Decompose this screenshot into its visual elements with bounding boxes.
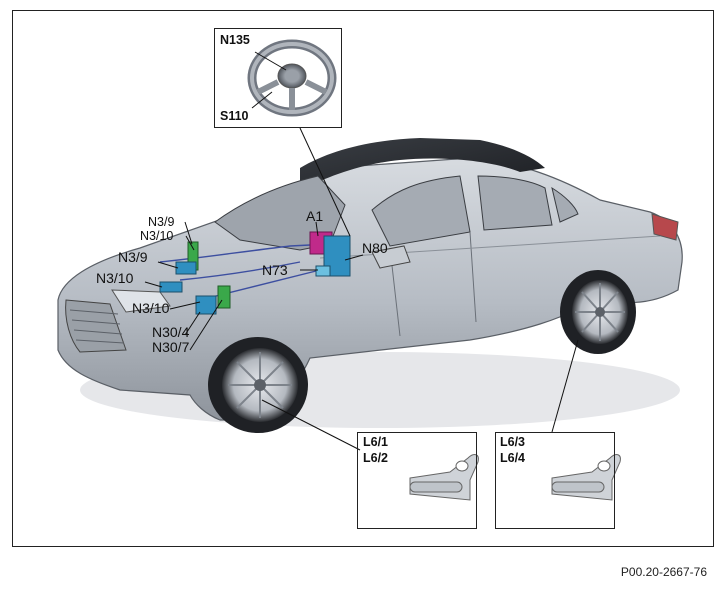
label-n30-4: N30/4	[152, 324, 190, 340]
figure-code: P00.20-2667-76	[620, 565, 707, 579]
label-s110: S110	[220, 109, 249, 123]
label-n30-7: N30/7	[152, 339, 190, 355]
steering-wheel-inset	[214, 28, 342, 128]
leader-lines	[144, 127, 579, 451]
module-n3-9	[175, 261, 197, 275]
rear-sensor-inset	[495, 432, 615, 529]
label-a1: A1	[306, 208, 324, 224]
module-n73	[315, 265, 331, 277]
label-l6-1: L6/1	[363, 435, 389, 449]
module-n3-10	[159, 281, 183, 293]
front-sensor-inset	[357, 432, 477, 529]
front-wheel	[208, 337, 308, 433]
label-n135: N135	[220, 33, 250, 47]
label-n80: N80	[362, 240, 388, 256]
label-l6-2: L6/2	[363, 451, 389, 465]
steering-wheel-graphic	[247, 39, 337, 117]
module-n30-4	[195, 295, 217, 315]
label-n3-9-mid: N3/9	[118, 249, 148, 265]
control-modules	[159, 231, 351, 315]
label-l6-3: L6/3	[500, 435, 526, 449]
wheel-sensor-graphic-front	[409, 454, 479, 501]
label-n73: N73	[262, 262, 288, 278]
label-n3-10-top: N3/10	[140, 229, 174, 243]
label-l6-4: L6/4	[500, 451, 526, 465]
label-n3-9-top: N3/9	[148, 215, 175, 229]
label-n3-10-low: N3/10	[132, 300, 170, 316]
wheel-sensor-graphic-rear	[551, 454, 621, 501]
module-n30-7	[217, 285, 231, 309]
label-n3-10-mid: N3/10	[96, 270, 134, 286]
rear-wheel	[560, 270, 636, 354]
